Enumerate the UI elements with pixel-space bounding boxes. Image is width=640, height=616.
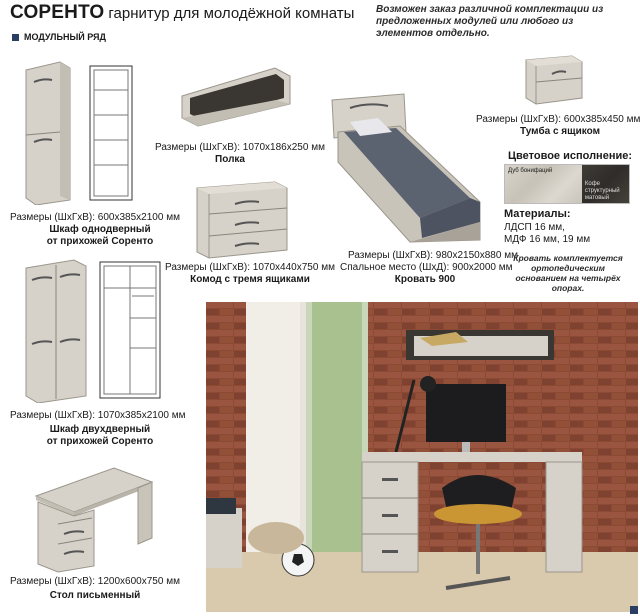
wardrobe1-dims: Размеры (ШхГхВ): 600х385х2100 мм [10, 212, 180, 223]
title-subtitle: гарнитур для молодёжной комнаты [108, 5, 355, 22]
nightstand-dims: Размеры (ШхГхВ): 600х385х450 мм [476, 114, 640, 125]
shelf-image [180, 66, 295, 128]
section-heading: МОДУЛЬНЫЙ РЯД [12, 32, 106, 42]
swatch-dark-label-line2: структурный [584, 188, 620, 194]
wardrobe2-image [24, 258, 164, 403]
wardrobe2-name: Шкаф двухдверный от прихожей Соренто [20, 424, 180, 448]
materials-line2: МДФ 16 мм, 19 мм [504, 234, 591, 245]
swatch-dark-label: Кофе структурный матовый [585, 181, 620, 202]
wardrobe2-name-line1: Шкаф двухдверный [49, 424, 151, 435]
order-note: Возможен заказ различной комплектации из… [376, 4, 604, 39]
swatch-light-label: Дуб бонифаций [508, 168, 553, 174]
brand-name: СОРЕНТО [10, 2, 105, 23]
swatch-light-wood: Дуб бонифаций [505, 165, 582, 203]
bed-name: Кровать 900 [394, 274, 456, 285]
bed-note: Кровать комплектуется ортопедическим осн… [513, 253, 623, 293]
swatch-dark-label-line1: Кофе [584, 181, 600, 187]
wardrobe2-name-line2: от прихожей Соренто [46, 436, 154, 447]
room-photo [206, 302, 638, 612]
swatch-dark-label-line3: матовый [584, 195, 610, 201]
bed-sleep-dims: Спальное место (ШхД): 900х2000 мм [340, 262, 513, 273]
materials-title: Материалы: [504, 208, 571, 220]
chest-dims: Размеры (ШхГхВ): 1070х440х750 мм [165, 262, 335, 273]
section-label: МОДУЛЬНЫЙ РЯД [24, 32, 106, 42]
page-marker-icon [630, 606, 638, 614]
wardrobe1-name-line2: от прихожей Соренто [46, 236, 154, 247]
shelf-name: Полка [215, 154, 245, 165]
materials-list: ЛДСП 16 мм, МДФ 16 мм, 19 мм [504, 222, 590, 246]
chest-name: Комод с тремя ящиками [190, 274, 310, 285]
swatch-dark-coffee: Кофе структурный матовый [581, 165, 629, 203]
wardrobe1-image [20, 60, 140, 205]
chest-image [195, 180, 290, 260]
color-title: Цветовое исполнение: [508, 150, 633, 162]
section-square-icon [12, 33, 19, 41]
bed-image [330, 92, 490, 244]
desk-name: Стол письменный [49, 590, 141, 601]
nightstand-name: Тумба с ящиком [520, 126, 600, 137]
nightstand-image [524, 54, 584, 106]
desk-image [34, 466, 154, 574]
color-swatches: Дуб бонифаций Кофе структурный матовый [504, 164, 630, 204]
materials-line1: ЛДСП 16 мм, [504, 222, 565, 233]
wardrobe1-name: Шкаф однодверный от прихожей Соренто [30, 224, 170, 248]
wardrobe1-name-line1: Шкаф однодверный [49, 224, 151, 235]
wardrobe2-dims: Размеры (ШхГхВ): 1070х385х2100 мм [10, 410, 186, 421]
bed-dims: Размеры (ШхГхВ): 980х2150х880 мм [348, 250, 518, 261]
shelf-dims: Размеры (ШхГхВ): 1070х186х250 мм [155, 142, 325, 153]
desk-dims: Размеры (ШхГхВ): 1200х600х750 мм [10, 576, 180, 587]
